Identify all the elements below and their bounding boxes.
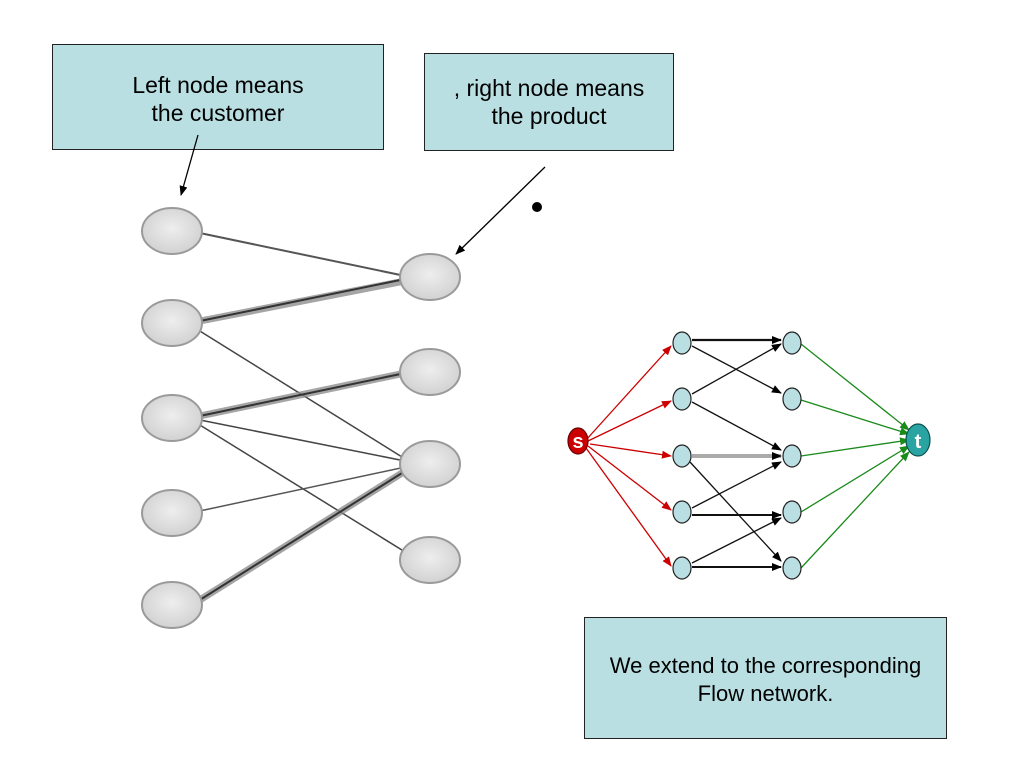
- middle-edges: [689, 336, 782, 571]
- sink-edge: [800, 451, 910, 569]
- flow-network-callout-line1: We extend to the corresponding: [609, 653, 922, 678]
- flow-right-node: [782, 387, 802, 411]
- product-node: [399, 253, 461, 301]
- customer-node: [141, 299, 203, 347]
- flow-right-node: [782, 500, 802, 524]
- bipartite-edge: [194, 418, 411, 463]
- product-node: [399, 440, 461, 488]
- bipartite-edge: [194, 371, 411, 418]
- customer-nodes: [141, 207, 203, 629]
- sink-node: [905, 423, 931, 457]
- bipartite-edge: [194, 231, 411, 278]
- flow-left-node: [672, 556, 692, 580]
- product-node: [399, 348, 461, 396]
- middle-edge: [691, 461, 782, 509]
- flow-right-node: [782, 556, 802, 580]
- bipartite-edge: [194, 277, 411, 323]
- bipartite-edges: [193, 231, 412, 606]
- middle-edge: [691, 517, 782, 564]
- sink-edge: [800, 399, 910, 436]
- source-node-label: s: [572, 431, 583, 453]
- middle-edge: [689, 461, 782, 562]
- customer-callout: Left node means the customer: [52, 44, 384, 150]
- customer-node: [141, 489, 203, 537]
- sink-edges: [800, 343, 910, 569]
- flow-left-node: [672, 331, 692, 355]
- product-nodes: [399, 253, 461, 584]
- customer-node: [141, 207, 203, 255]
- product-callout-line1: , right node means: [453, 75, 645, 101]
- flow-right-node: [782, 331, 802, 355]
- middle-edge: [691, 343, 782, 395]
- flow-left-node: [672, 387, 692, 411]
- source-edge: [589, 443, 672, 459]
- product-pointer-arrow: [455, 166, 546, 255]
- sink-edge: [800, 445, 910, 513]
- product-callout-line2: the product: [491, 103, 607, 129]
- flow-left-node: [672, 500, 692, 524]
- product-callout: , right node means the product: [424, 53, 674, 151]
- flow-left-node: [672, 444, 692, 468]
- bipartite-edge: [194, 465, 411, 513]
- source-edge: [587, 400, 672, 442]
- customer-callout-line1: Left node means: [132, 72, 304, 98]
- bullet-point: [532, 202, 542, 212]
- sink-edge: [800, 343, 910, 431]
- source-edge: [587, 445, 672, 511]
- customer-callout-line2: the customer: [151, 100, 285, 126]
- flow-network: s t: [567, 331, 931, 580]
- source-edge: [585, 447, 672, 567]
- product-node: [399, 536, 461, 584]
- flow-network-callout: We extend to the corresponding Flow netw…: [584, 617, 947, 739]
- source-node: [567, 427, 589, 455]
- flow-network-callout-line2: Flow network.: [697, 681, 834, 706]
- sink-edge: [800, 437, 910, 457]
- source-edge: [585, 345, 672, 441]
- middle-edge: [691, 401, 782, 451]
- source-edges: [585, 345, 672, 567]
- bipartite-edge: [194, 467, 411, 604]
- customer-node: [141, 394, 203, 442]
- customer-node: [141, 581, 203, 629]
- sink-node-label: t: [915, 431, 922, 453]
- flow-right-node: [782, 444, 802, 468]
- customer-pointer-arrow: [179, 134, 199, 196]
